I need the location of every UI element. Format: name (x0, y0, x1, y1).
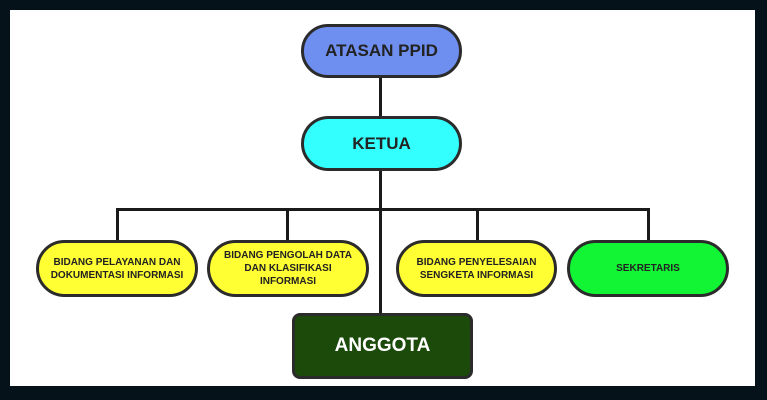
node-atasan-ppid: ATASAN PPID (301, 24, 462, 78)
node-ketua: KETUA (301, 116, 462, 171)
connector-pelayanan (116, 208, 119, 241)
connector-penyelesaian (476, 208, 479, 241)
connector-horizontal (116, 208, 650, 211)
node-anggota: ANGGOTA (292, 313, 473, 379)
connector-atasan-ketua (379, 77, 382, 117)
connector-ketua-anggota (379, 170, 382, 314)
node-bidang-pelayanan: BIDANG PELAYANAN DAN DOKUMENTASI INFORMA… (36, 240, 198, 297)
node-bidang-pengolah: BIDANG PENGOLAH DATA DAN KLASIFIKASI INF… (207, 240, 369, 297)
node-sekretaris: SEKRETARIS (567, 240, 729, 297)
node-bidang-penyelesaian: BIDANG PENYELESAIAN SENGKETA INFORMASI (396, 240, 557, 297)
connector-pengolah (286, 208, 289, 241)
org-chart: ATASAN PPID KETUA BIDANG PELAYANAN DAN D… (10, 10, 755, 386)
connector-sekretaris (647, 208, 650, 241)
